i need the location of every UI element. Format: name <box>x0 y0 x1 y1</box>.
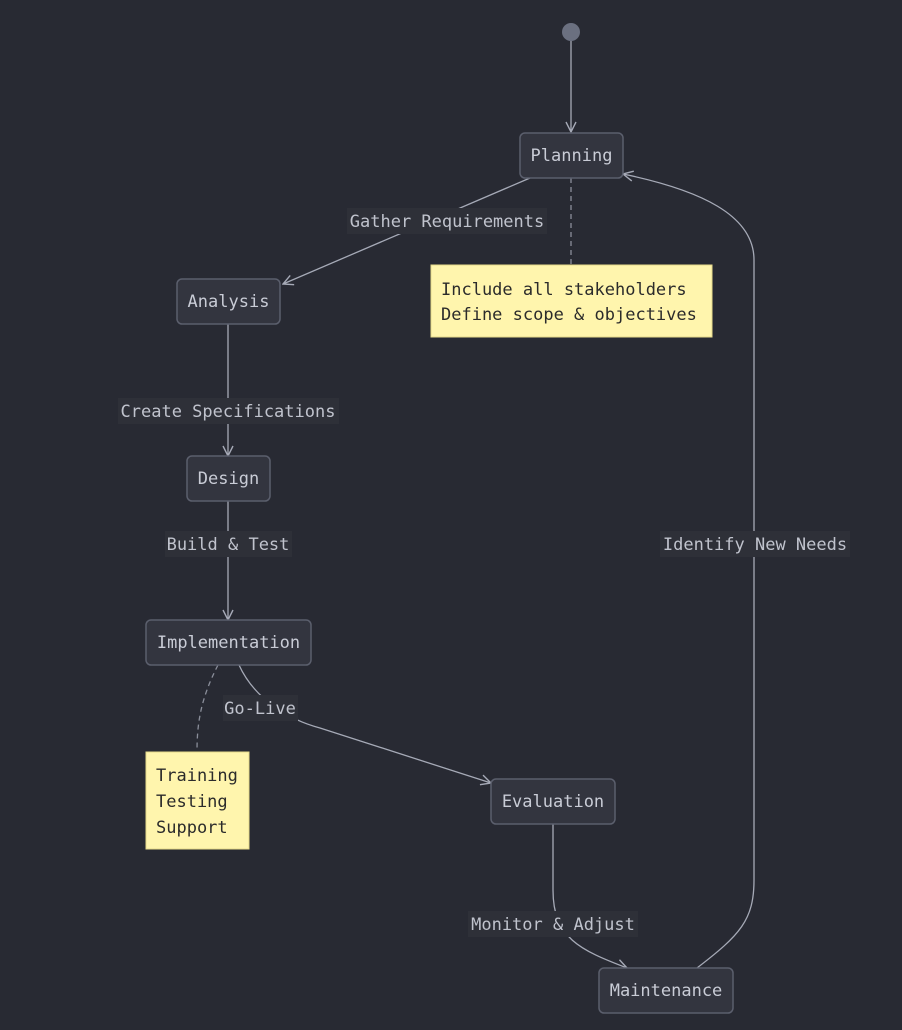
edge-label-identify-new-needs: Identify New Needs <box>660 531 850 557</box>
edge-label-go-live: Go-Live <box>223 695 298 721</box>
edge-evaluation-to-maintenance <box>552 824 627 968</box>
edge-label-build-test-text: Build & Test <box>167 535 290 555</box>
state-planning[interactable]: Planning <box>519 132 624 179</box>
note-planning-line-2: Define scope & objectives <box>441 305 697 325</box>
state-analysis[interactable]: Analysis <box>176 278 281 325</box>
state-analysis-label: Analysis <box>188 292 270 312</box>
edge-maintenance-to-planning <box>623 174 755 969</box>
note-implementation-line-3: Support <box>156 818 228 838</box>
state-evaluation-label: Evaluation <box>502 792 604 812</box>
state-design-label: Design <box>198 469 259 489</box>
edge-implementation-to-evaluation <box>238 664 491 783</box>
edge-label-gather-requirements: Gather Requirements <box>347 208 547 234</box>
start-state-dot <box>562 23 580 41</box>
state-maintenance[interactable]: Maintenance <box>598 967 734 1014</box>
state-planning-label: Planning <box>531 146 613 166</box>
note-planning-line-1: Include all stakeholders <box>441 280 687 300</box>
edge-label-go-live-text: Go-Live <box>224 699 296 719</box>
state-design[interactable]: Design <box>186 455 271 502</box>
implementation-note-link <box>196 664 219 753</box>
state-implementation[interactable]: Implementation <box>145 619 312 666</box>
note-implementation-line-2: Testing <box>156 792 228 812</box>
edge-label-gather-requirements-text: Gather Requirements <box>350 212 544 232</box>
edge-label-create-specifications: Create Specifications <box>118 398 339 424</box>
note-planning: Include all stakeholders Define scope & … <box>430 264 713 338</box>
state-maintenance-label: Maintenance <box>610 981 723 1001</box>
state-implementation-label: Implementation <box>157 633 300 653</box>
edge-label-identify-new-needs-text: Identify New Needs <box>663 535 847 555</box>
note-implementation-line-1: Training <box>156 766 238 786</box>
edge-label-build-test: Build & Test <box>165 531 292 557</box>
state-evaluation[interactable]: Evaluation <box>490 778 616 825</box>
note-implementation: Training Testing Support <box>145 751 250 850</box>
edge-label-create-specifications-text: Create Specifications <box>121 402 336 422</box>
edge-label-monitor-adjust-text: Monitor & Adjust <box>471 915 635 935</box>
edge-label-monitor-adjust: Monitor & Adjust <box>468 911 638 937</box>
